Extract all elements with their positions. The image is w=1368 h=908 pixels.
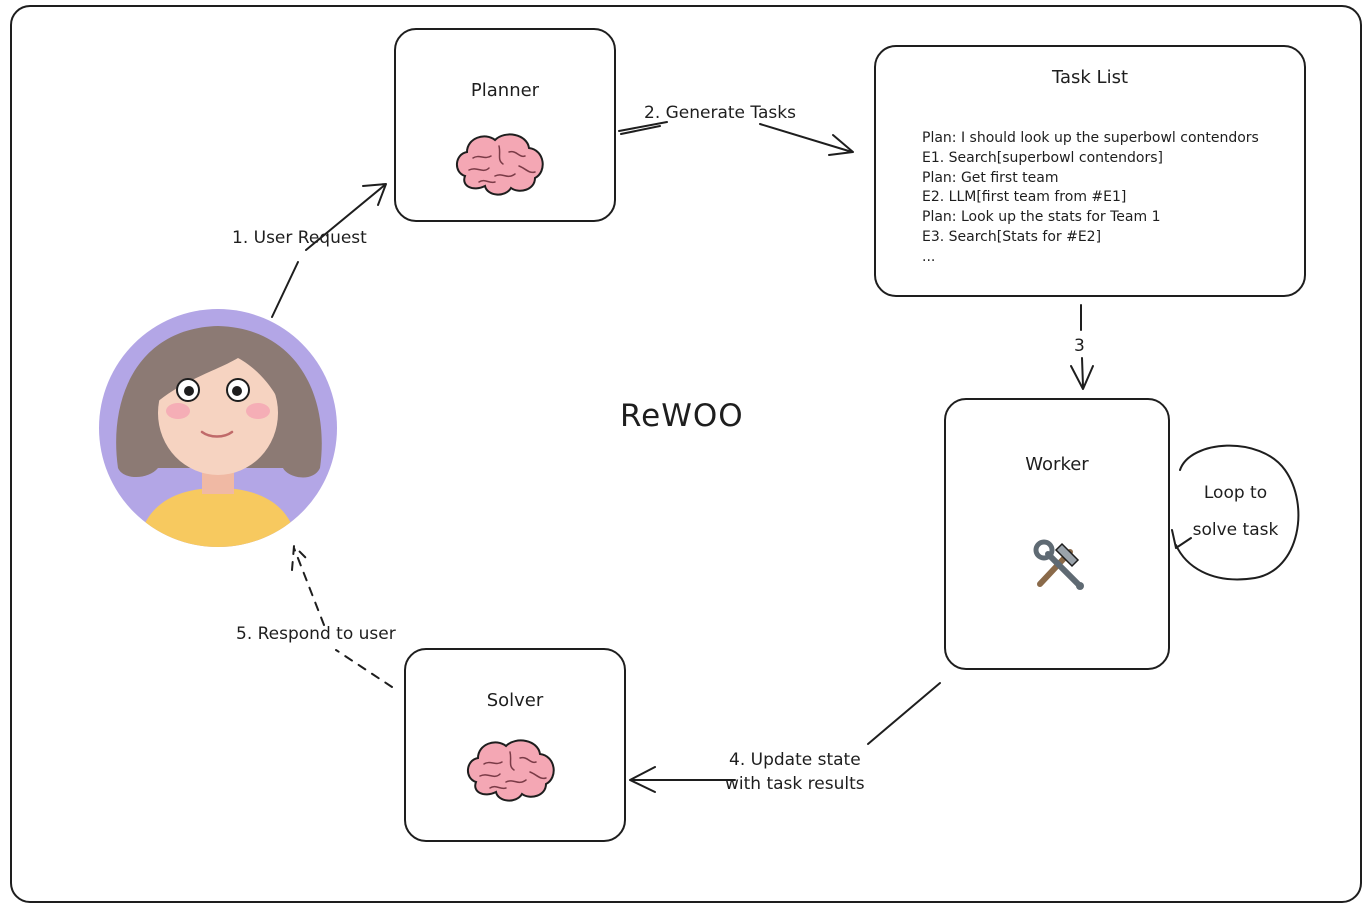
task-line: Plan: Look up the stats for Team 1 <box>922 209 1161 226</box>
diagram-title: ReWOO <box>620 398 744 434</box>
edge-label-update-state-2: with task results <box>725 774 865 794</box>
edge-label-generate-tasks: 2. Generate Tasks <box>644 103 796 123</box>
loop-label: Loop to solve task <box>1178 475 1293 549</box>
task-line: E2. LLM[first team from #E1] <box>922 189 1127 206</box>
edge-label-update-state-1: 4. Update state <box>729 750 861 770</box>
loop-label-line-2: solve task <box>1192 520 1279 540</box>
solver-label: Solver <box>486 690 544 711</box>
brain-icon <box>467 739 555 802</box>
task-list-lines: Plan: I should look up the superbowl con… <box>922 129 1259 268</box>
solver-node: Solver <box>404 648 626 842</box>
worker-node: Worker <box>944 398 1170 670</box>
hammer-and-wrench-icon <box>1033 539 1084 590</box>
planner-node: Planner <box>394 28 616 222</box>
diagram-frame <box>10 5 1362 903</box>
arrow-tasklist-to-worker <box>1070 304 1094 390</box>
planner-label: Planner <box>470 80 540 101</box>
edge-label-step-3: 3 <box>1074 336 1085 356</box>
arrow-solver-to-user <box>291 545 393 688</box>
task-line: Plan: I should look up the superbowl con… <box>922 130 1259 146</box>
brain-icon <box>456 133 544 196</box>
arrow-user-to-planner <box>271 183 387 318</box>
task-list-node: Task List Plan: I should look up the sup… <box>874 45 1306 297</box>
task-line: E1. Search[superbowl contendors] <box>922 149 1163 166</box>
loop-label-line-1: Loop to <box>1203 483 1268 503</box>
arrow-worker-to-solver <box>629 682 941 793</box>
task-line: Plan: Get first team <box>922 169 1059 186</box>
user-avatar-icon <box>99 309 337 547</box>
task-line: ... <box>922 248 936 265</box>
edge-label-respond-to-user: 5. Respond to user <box>236 624 396 644</box>
task-line: E3. Search[Stats for #E2] <box>922 228 1102 245</box>
edge-label-user-request: 1. User Request <box>232 228 367 248</box>
arrow-worker-loop <box>1171 444 1300 581</box>
worker-label: Worker <box>1025 454 1089 475</box>
arrow-planner-to-tasklist <box>618 121 854 156</box>
task-list-title: Task List <box>1051 67 1129 88</box>
